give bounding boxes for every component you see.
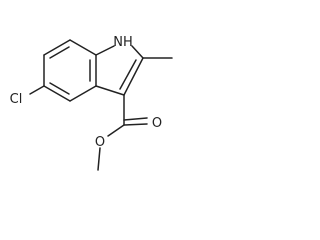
chlorine-label: Cl [10, 92, 23, 107]
bond-c3a-c4 [69, 85, 97, 102]
atom-labels: NH Cl O O [10, 35, 162, 150]
bond-c2-c3-double [119, 59, 137, 90]
bond-carbonyl-o-2 [123, 117, 148, 121]
bond-inner-c5-c4 [49, 82, 70, 95]
bond-c3-c3a [95, 85, 125, 96]
bond-carbonyl-o-1 [123, 123, 148, 126]
ester-oxygen-label: O [95, 135, 105, 150]
bond-c4-c5 [43, 85, 71, 102]
bond-n1-c2 [131, 45, 144, 59]
bond-c2-c3 [123, 57, 144, 96]
carbonyl-oxygen-label: O [152, 116, 162, 131]
bond-c7a-n1 [95, 45, 115, 56]
bond-c6-c7 [43, 39, 71, 56]
chemical-structure: NH Cl O O [10, 35, 173, 171]
bond-c5-cl [29, 85, 45, 95]
bond-inner-c7-c6 [49, 46, 70, 59]
bond-carbonyl-oester [107, 124, 125, 137]
bonds [29, 39, 173, 171]
bond-c7-c7a [69, 39, 97, 56]
nh-label: NH [113, 35, 133, 50]
bond-oester-methyl [97, 147, 101, 171]
structure-canvas: NH Cl O O [10, 35, 173, 171]
